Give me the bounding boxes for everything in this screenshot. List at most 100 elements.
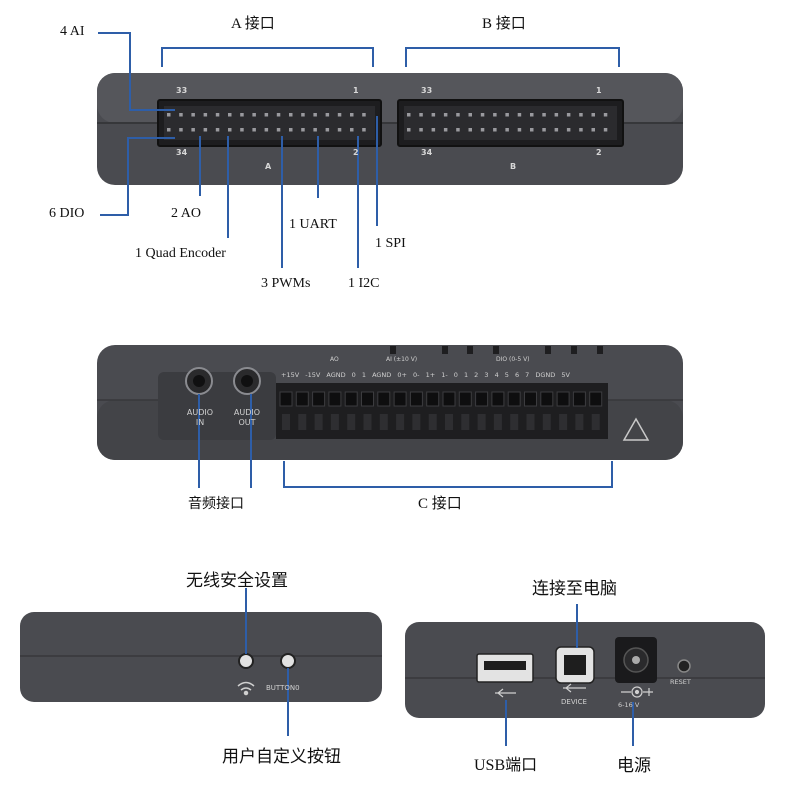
terminal-block-c: [276, 383, 608, 439]
connector-pin: [407, 128, 411, 132]
terminal-screw: [575, 414, 584, 430]
callout-ao: 2 AO: [171, 206, 201, 221]
terminal-slot: [524, 391, 537, 407]
connector-pin: [325, 128, 330, 132]
esd-warning-icon: [622, 417, 650, 441]
connector-pin: [603, 113, 608, 117]
connector-pin: [313, 128, 317, 132]
callout-uart: 1 UART: [289, 217, 337, 232]
terminal-slot: [409, 391, 423, 407]
terminal-slot: [312, 391, 326, 407]
top-device: [97, 73, 683, 185]
connector-pin: [362, 113, 366, 117]
usb-label: USB端口: [474, 757, 538, 774]
connector-pin: [480, 128, 485, 132]
connector-pin: [530, 128, 534, 132]
connector-pin: [215, 113, 220, 117]
pin-a-last: 1: [353, 86, 359, 95]
header-b: B 接口: [482, 16, 526, 32]
back-device: [20, 612, 382, 702]
connector-pin: [191, 113, 195, 117]
terminal-screw: [363, 414, 372, 430]
connector-pin: [579, 128, 583, 132]
button-label: 用户自定义按钮: [222, 747, 341, 767]
terminal-slot: [572, 391, 586, 407]
connector-pin: [579, 113, 583, 117]
terminal-slot: [589, 391, 603, 407]
terminal-slot: [475, 391, 489, 407]
terminal-slot: [556, 391, 570, 407]
terminal-screw: [412, 414, 421, 430]
connector-pin: [419, 113, 423, 117]
pin-a-bottom-first: 34: [176, 148, 188, 157]
connector-pin: [566, 128, 571, 132]
port-b-letter: B: [510, 162, 517, 171]
connector-pin: [228, 128, 232, 132]
terminal-screw: [510, 414, 519, 430]
callout-dio: 6 DIO: [49, 206, 85, 221]
terminal-slot: [491, 391, 505, 407]
wireless-label: 无线安全设置: [186, 571, 288, 591]
terminal-slot: [377, 391, 391, 407]
terminal-screw: [542, 414, 551, 430]
connector-pin: [603, 128, 608, 132]
connector-pin: [493, 113, 497, 117]
connector-pin: [443, 128, 448, 132]
connector-pin: [240, 128, 244, 132]
voltage-text: 6-16 V: [618, 701, 640, 709]
connector-pin: [542, 128, 546, 132]
connector-pin: [203, 128, 208, 132]
terminal-screw: [330, 414, 339, 430]
callout-pwm: 3 PWMs: [261, 276, 311, 291]
audio-label: 音频接口: [188, 496, 244, 512]
device-text: DEVICE: [561, 698, 587, 706]
connector-pin: [301, 128, 305, 132]
connector-pin: [554, 128, 559, 132]
connector-pin: [443, 113, 448, 117]
connector-pin: [301, 113, 305, 117]
connector-pin: [167, 113, 171, 117]
connector-pin: [517, 113, 522, 117]
terminal-slot: [458, 391, 472, 407]
connector-pin: [350, 128, 354, 132]
terminal-screw: [298, 414, 307, 430]
connector-pin: [228, 113, 232, 117]
connector-pin: [252, 113, 256, 117]
connector-pin: [362, 128, 366, 132]
connector-pin: [179, 128, 183, 132]
callout-spi: 1 SPI: [375, 236, 406, 251]
terminal-slot: [279, 391, 293, 407]
connector-pin: [167, 128, 171, 132]
front-device: [405, 622, 765, 718]
connector-pin: [456, 128, 460, 132]
pin-a-bottom-last: 2: [353, 148, 359, 157]
reset-text: RESET: [670, 678, 691, 686]
connector-pin: [419, 128, 423, 132]
connector-pin: [289, 128, 293, 132]
terminal-screw: [396, 414, 405, 430]
terminal-slot: [295, 391, 309, 407]
polarity-icon: [621, 686, 653, 698]
connector-pin: [407, 113, 411, 117]
connector-pin: [264, 113, 269, 117]
connector-pin: [468, 113, 472, 117]
terminal-screw: [493, 414, 502, 430]
connector-pin: [554, 113, 559, 117]
terminal-screw: [379, 414, 388, 430]
connector-pin: [517, 128, 522, 132]
terminal-slot: [507, 391, 521, 407]
terminal-slot: [393, 391, 407, 407]
bracket-b: [405, 47, 620, 67]
port-a-letter: A: [265, 162, 272, 171]
bracket-a: [161, 47, 374, 67]
terminal-screw: [477, 414, 486, 430]
terminal-slot: [344, 391, 358, 407]
terminal-screw: [347, 414, 356, 430]
connector-pin: [591, 113, 595, 117]
connector-pin: [276, 128, 281, 132]
user-button: [280, 653, 296, 669]
connector-pin: [431, 128, 436, 132]
connector-pin: [337, 128, 342, 132]
connector-pin: [505, 128, 509, 132]
